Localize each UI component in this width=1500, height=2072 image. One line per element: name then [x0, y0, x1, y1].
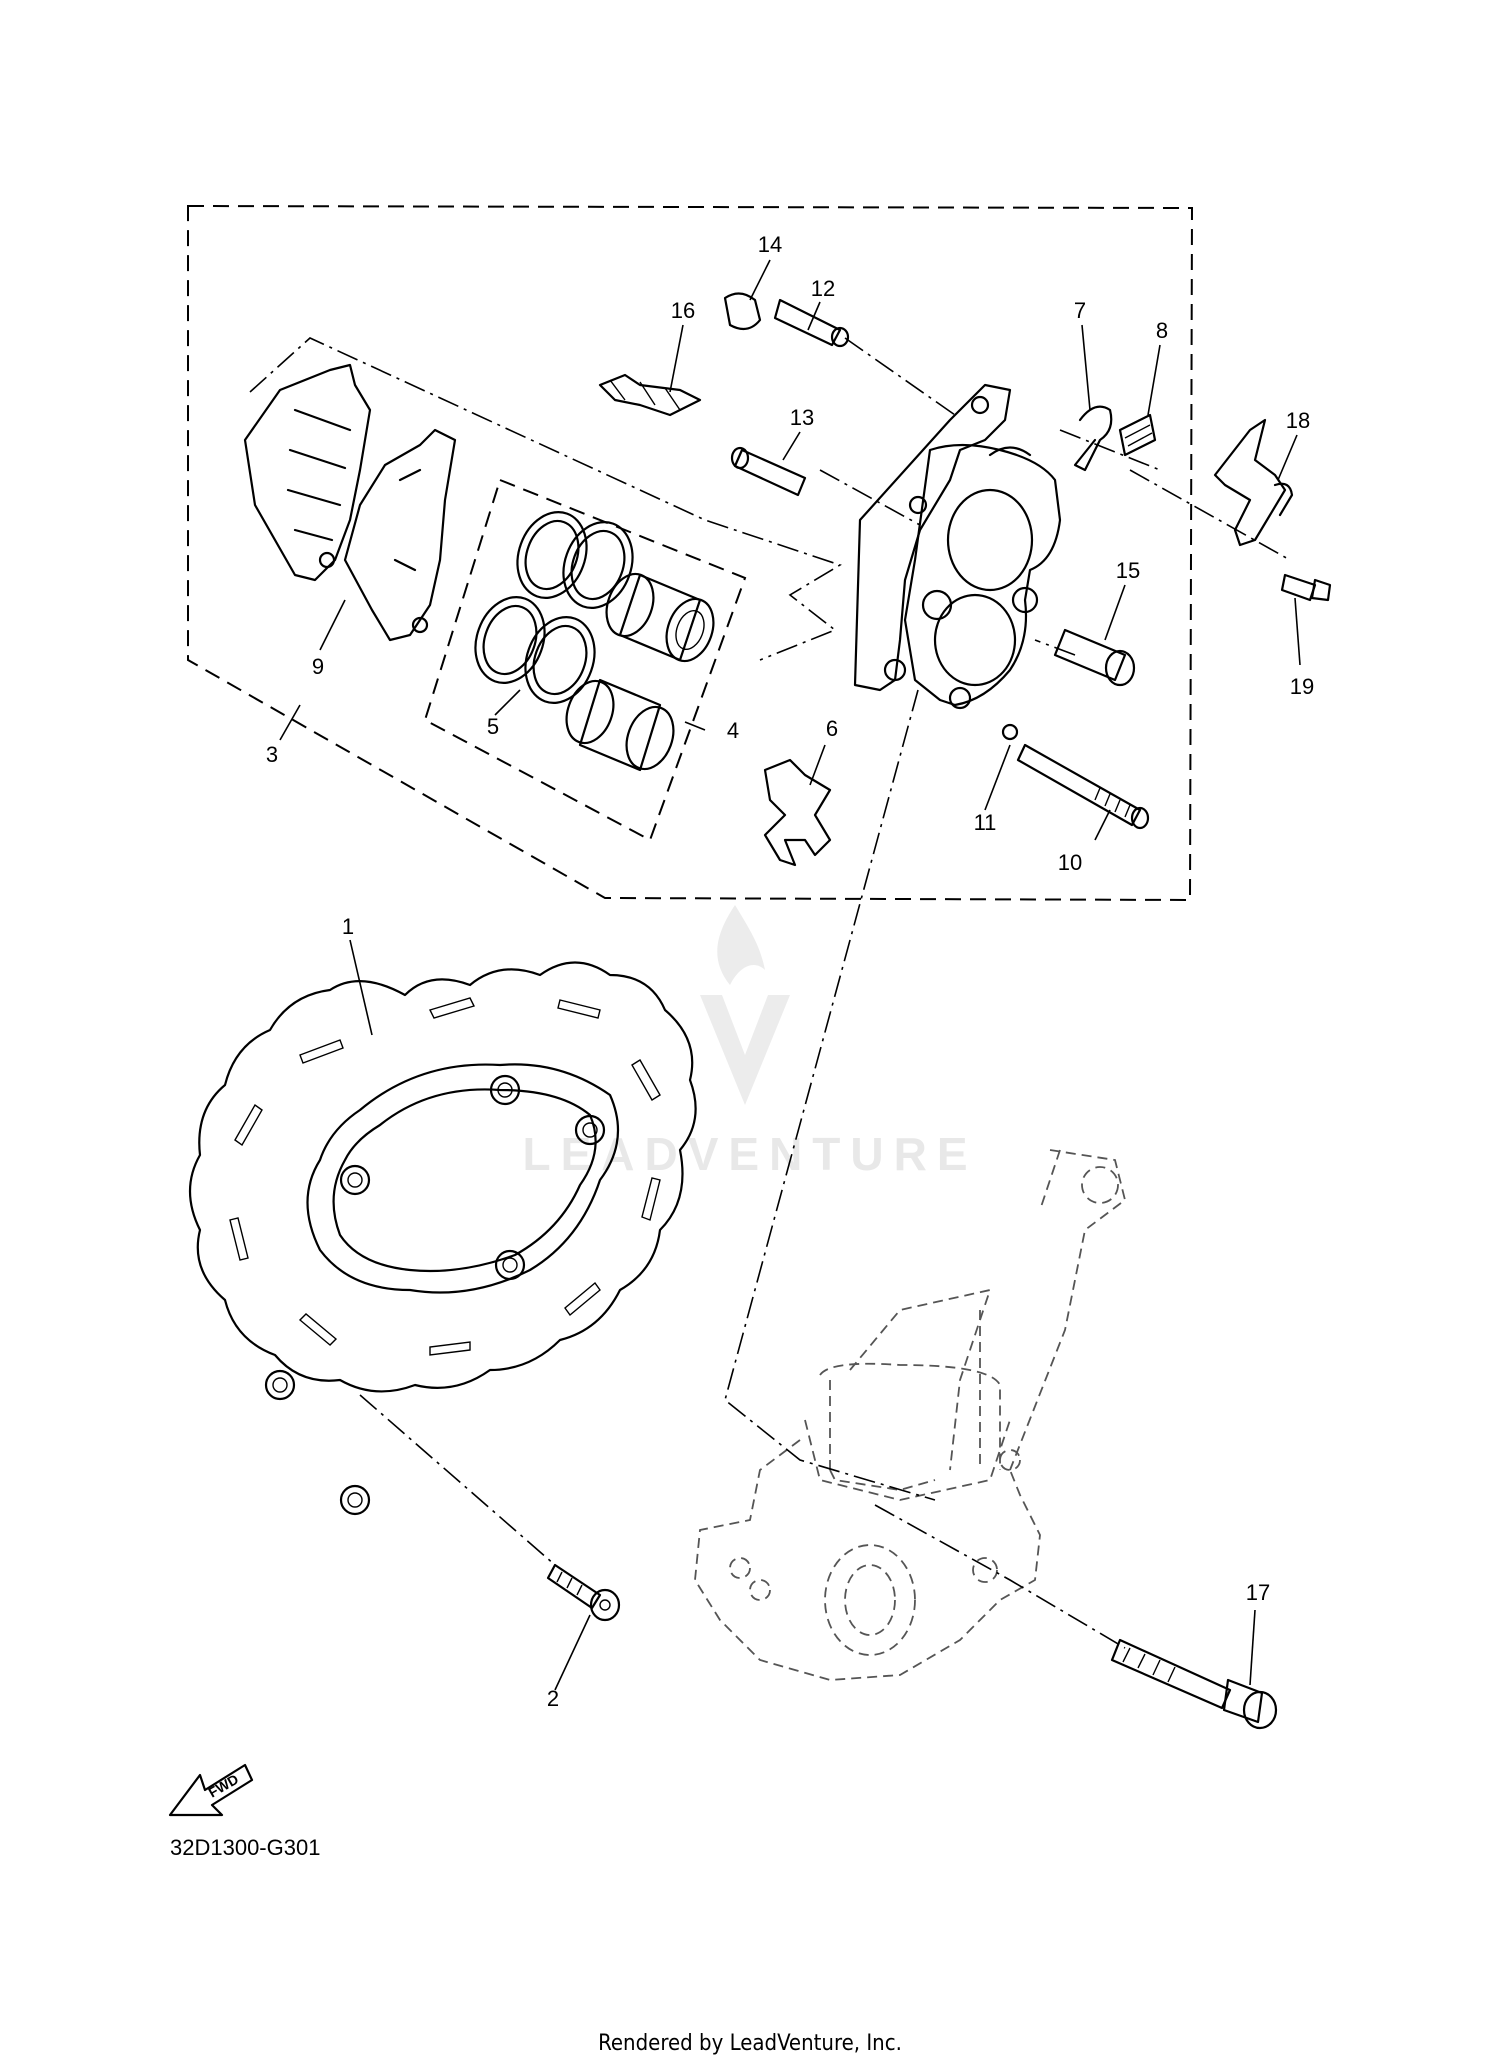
fork-leg-ghost: [694, 1149, 1127, 1681]
callout-9: 9: [312, 654, 324, 679]
bleeder-7-8: [1073, 405, 1157, 472]
watermark: LEADVENTURE: [522, 905, 977, 1180]
footer-credit: Rendered by LeadVenture, Inc.: [598, 2031, 902, 2056]
callout-1: 1: [342, 914, 354, 939]
pistons: [565, 572, 715, 772]
callout-17: 17: [1246, 1580, 1270, 1605]
callout-18: 18: [1286, 408, 1310, 433]
brake-disc: [188, 961, 697, 1516]
watermark-text: LEADVENTURE: [522, 1128, 977, 1180]
callout-11: 11: [974, 810, 997, 835]
piston-seals: [474, 511, 634, 704]
callout-15: 15: [1116, 558, 1140, 583]
callout-19: 19: [1290, 674, 1314, 699]
fwd-label: FWD: [206, 1771, 242, 1801]
callout-4: 4: [727, 718, 739, 743]
caliper-bolt-17: [1110, 1638, 1278, 1730]
diagram-code: 32D1300-G301: [170, 1835, 320, 1860]
callout-10: 10: [1058, 850, 1082, 875]
callout-14: 14: [758, 232, 782, 257]
brake-pads: [243, 363, 457, 642]
bracket-18: [1213, 418, 1294, 547]
bolt-19: [1280, 573, 1332, 602]
callout-2: 2: [547, 1686, 559, 1711]
pad-group-boundary: [249, 337, 842, 661]
seal-kit-boundary: [423, 478, 747, 842]
callout-8: 8: [1156, 318, 1168, 343]
callout-3: 3: [266, 742, 278, 767]
leader-lines: [279, 259, 1301, 1691]
callout-13: 13: [790, 405, 814, 430]
callout-16: 16: [671, 298, 695, 323]
callout-6: 6: [826, 716, 838, 741]
caliper-body: [853, 383, 1062, 710]
callout-7: 7: [1074, 298, 1086, 323]
pad-spring-6: [763, 758, 832, 867]
assembly-lines: [359, 337, 1291, 1649]
callout-labels: 1 2 3 4 5 6 7 8 9 10 11 12 13 14 15 16 1…: [266, 232, 1314, 1711]
fwd-arrow-icon: FWD: [168, 1763, 254, 1817]
pad-pin-10: [1016, 743, 1150, 830]
disc-bolt-2: [546, 1563, 621, 1622]
slide-pins: [598, 292, 850, 497]
plug-15: [1053, 628, 1136, 687]
callout-12: 12: [811, 276, 835, 301]
caliper-assembly-boundary: [187, 204, 1194, 902]
callout-5: 5: [487, 714, 499, 739]
clip-11: [1001, 723, 1019, 741]
